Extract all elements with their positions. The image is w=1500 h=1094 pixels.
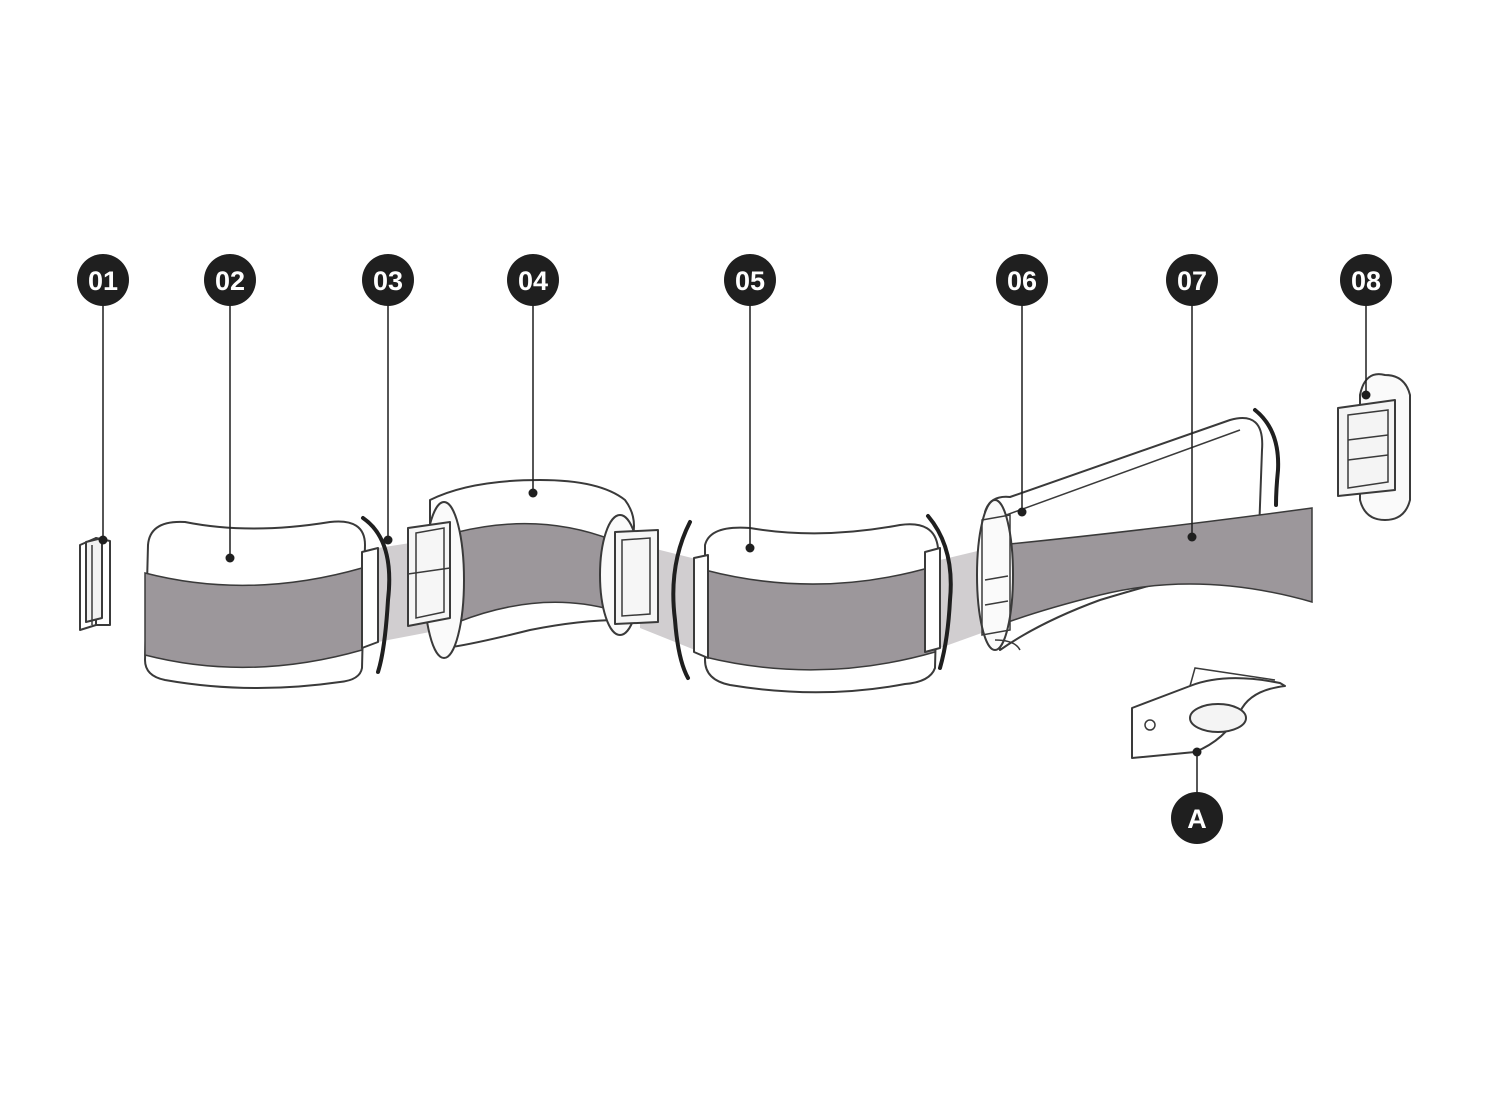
part-a-mounting-bracket bbox=[1131, 667, 1286, 759]
callout-08: 08 bbox=[1340, 254, 1392, 306]
callout-08-label: 08 bbox=[1351, 266, 1381, 296]
callout-02: 02 bbox=[204, 254, 256, 306]
callout-06-label: 06 bbox=[1007, 266, 1037, 296]
part-04-corner-piece bbox=[407, 479, 659, 659]
leader-lines bbox=[102, 305, 1367, 793]
callout-07-label: 07 bbox=[1177, 266, 1207, 296]
part-07-straight-profile bbox=[984, 417, 1313, 651]
callout-06: 06 bbox=[996, 254, 1048, 306]
callout-01: 01 bbox=[77, 254, 129, 306]
callout-07: 07 bbox=[1166, 254, 1218, 306]
part-08-end-bracket bbox=[1337, 373, 1411, 521]
callout-03: 03 bbox=[362, 254, 414, 306]
part-06-profile-end bbox=[976, 499, 1021, 651]
callout-02-label: 02 bbox=[215, 266, 245, 296]
callout-05-label: 05 bbox=[735, 266, 765, 296]
part-05-gasket-right bbox=[926, 514, 953, 670]
part-02-curved-section bbox=[144, 520, 379, 689]
callout-a-label: A bbox=[1187, 804, 1207, 834]
part-07-gasket bbox=[1253, 408, 1281, 507]
callout-04: 04 bbox=[507, 254, 559, 306]
callout-03-label: 03 bbox=[373, 266, 403, 296]
leader-dots bbox=[98, 390, 1371, 757]
part-05-curved-section bbox=[693, 523, 941, 694]
part-05-gasket-left bbox=[671, 520, 692, 680]
callout-01-label: 01 bbox=[88, 266, 118, 296]
callout-05: 05 bbox=[724, 254, 776, 306]
callout-a: A bbox=[1171, 792, 1223, 844]
callout-04-label: 04 bbox=[518, 266, 548, 296]
part-03-gasket bbox=[361, 516, 392, 674]
part-01-end-clip bbox=[79, 537, 111, 631]
